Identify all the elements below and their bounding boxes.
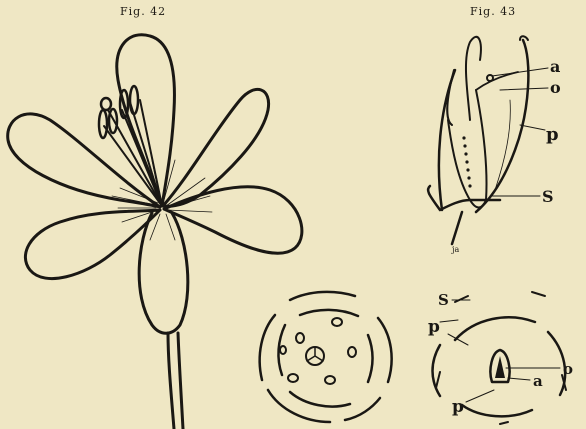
pedicel <box>452 212 462 244</box>
anther-marks <box>280 318 356 384</box>
anther <box>99 110 107 138</box>
label-s2: S <box>438 291 449 309</box>
sepal-mark <box>436 372 440 388</box>
label-o: o <box>550 78 561 97</box>
label-p2: p <box>428 317 440 337</box>
floral-diagram-center <box>260 292 392 422</box>
perianth-tube-outer <box>476 40 528 212</box>
leader-a <box>492 68 548 76</box>
fig-43-section: a o p S <box>428 36 561 244</box>
leader-p3 <box>466 390 494 402</box>
outer-arc <box>290 292 355 300</box>
leader-p2 <box>440 320 458 322</box>
inner-arc <box>300 310 358 316</box>
leader-o <box>500 88 548 90</box>
flower-stem <box>168 333 174 429</box>
anther <box>130 86 138 114</box>
label-a: a <box>550 57 560 76</box>
leader-p <box>520 125 545 130</box>
label-o2: o <box>563 360 573 378</box>
engraver-mark: ja <box>451 245 459 254</box>
ovules <box>462 136 471 187</box>
anther <box>109 109 117 133</box>
label-p3: p <box>452 397 464 417</box>
petal-right-upper <box>163 89 269 206</box>
ovary-fill <box>495 356 505 378</box>
sepal-mark <box>532 292 545 296</box>
outer-arc <box>345 398 380 420</box>
floral-diagram-right: S p o a p <box>428 291 573 424</box>
fig-42-flower <box>8 35 302 429</box>
stamen-filament <box>130 102 162 206</box>
inner-arc <box>368 335 373 382</box>
diagram-arc <box>462 405 532 416</box>
leader-a2 <box>508 378 530 380</box>
sepal-mark <box>455 296 468 302</box>
inner-arc <box>290 392 350 407</box>
diagram-arc <box>455 317 535 340</box>
flower-tube <box>139 213 188 333</box>
outer-arc <box>378 318 392 382</box>
style <box>476 72 518 90</box>
stigma <box>101 98 111 110</box>
ovary-outline <box>448 90 487 208</box>
flower-stem-edge <box>178 333 183 429</box>
label-s: S <box>542 187 554 206</box>
label-p: p <box>546 124 559 145</box>
sepal-mark <box>500 422 508 424</box>
outer-arc <box>260 315 275 380</box>
perianth-left <box>439 70 455 210</box>
label-a2: a <box>533 372 543 390</box>
